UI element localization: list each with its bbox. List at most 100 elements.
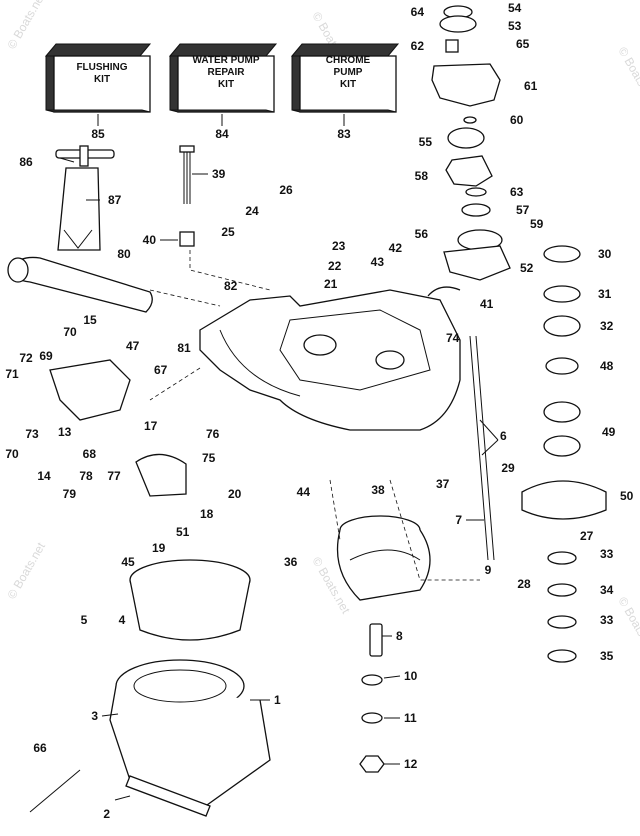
callout-73[interactable]: 73 bbox=[25, 427, 39, 441]
callout-10[interactable]: 10 bbox=[404, 669, 418, 683]
callout-20[interactable]: 20 bbox=[228, 487, 242, 501]
callout-69[interactable]: 69 bbox=[39, 349, 53, 363]
callout-30[interactable]: 30 bbox=[598, 247, 612, 261]
callout-8[interactable]: 8 bbox=[396, 629, 403, 643]
callout-25[interactable]: 25 bbox=[221, 225, 235, 239]
callout-49[interactable]: 49 bbox=[602, 425, 616, 439]
callout-64[interactable]: 64 bbox=[411, 5, 425, 19]
kit-label-line2: REPAIR bbox=[207, 67, 245, 78]
callout-18[interactable]: 18 bbox=[200, 507, 214, 521]
callout-82[interactable]: 82 bbox=[224, 279, 238, 293]
callout-24[interactable]: 24 bbox=[245, 204, 259, 218]
callout-58[interactable]: 58 bbox=[415, 169, 429, 183]
callout-7[interactable]: 7 bbox=[455, 513, 462, 527]
dashed-connectors bbox=[149, 250, 480, 581]
callout-51[interactable]: 51 bbox=[176, 525, 190, 539]
callout-67[interactable]: 67 bbox=[154, 363, 168, 377]
callout-68[interactable]: 68 bbox=[83, 447, 97, 461]
part-pump-base bbox=[109, 659, 271, 811]
kit-box-chrome-pump[interactable]: CHROME PUMP KIT bbox=[290, 43, 400, 113]
callout-83[interactable]: 83 bbox=[337, 127, 351, 141]
callout-71[interactable]: 71 bbox=[5, 367, 19, 381]
callout-41[interactable]: 41 bbox=[480, 297, 494, 311]
callout-47[interactable]: 47 bbox=[126, 339, 140, 353]
callout-77[interactable]: 77 bbox=[107, 469, 121, 483]
callout-34[interactable]: 34 bbox=[600, 583, 614, 597]
callout-78[interactable]: 78 bbox=[79, 469, 93, 483]
callout-48[interactable]: 48 bbox=[600, 359, 614, 373]
callout-29[interactable]: 29 bbox=[501, 461, 515, 475]
callout-22[interactable]: 22 bbox=[328, 259, 342, 273]
callout-80[interactable]: 80 bbox=[117, 247, 131, 261]
callout-17[interactable]: 17 bbox=[144, 419, 158, 433]
callout-5[interactable]: 5 bbox=[81, 613, 88, 627]
kit-box-flushing[interactable]: FLUSHING KIT bbox=[44, 43, 152, 113]
callout-87[interactable]: 87 bbox=[108, 193, 122, 207]
callout-66[interactable]: 66 bbox=[33, 741, 47, 755]
callout-6[interactable]: 6 bbox=[500, 429, 507, 443]
callout-15[interactable]: 15 bbox=[83, 313, 97, 327]
callout-52[interactable]: 52 bbox=[520, 261, 534, 275]
callout-59[interactable]: 59 bbox=[530, 217, 544, 231]
callout-33[interactable]: 33 bbox=[600, 547, 614, 561]
callout-62[interactable]: 62 bbox=[411, 39, 425, 53]
callout-86[interactable]: 86 bbox=[19, 155, 33, 169]
part-rod-66 bbox=[29, 769, 81, 813]
callout-39[interactable]: 39 bbox=[212, 167, 226, 181]
callout-35[interactable]: 35 bbox=[600, 649, 614, 663]
callout-65[interactable]: 65 bbox=[516, 37, 530, 51]
callout-53[interactable]: 53 bbox=[508, 19, 522, 33]
callout-81[interactable]: 81 bbox=[177, 341, 191, 355]
callout-79[interactable]: 79 bbox=[63, 487, 77, 501]
callout-50[interactable]: 50 bbox=[620, 489, 634, 503]
part-washer-11 bbox=[361, 712, 383, 724]
callout-70b[interactable]: 70 bbox=[5, 447, 19, 461]
callout-3[interactable]: 3 bbox=[91, 709, 98, 723]
callout-28[interactable]: 28 bbox=[517, 577, 531, 591]
kit-box-water-pump-repair[interactable]: WATER PUMP REPAIR KIT bbox=[168, 43, 278, 113]
callout-42[interactable]: 42 bbox=[389, 241, 403, 255]
callout-40[interactable]: 40 bbox=[143, 233, 157, 247]
callout-76[interactable]: 76 bbox=[206, 427, 220, 441]
callout-56[interactable]: 56 bbox=[415, 227, 429, 241]
callout-14[interactable]: 14 bbox=[37, 469, 51, 483]
callout-45[interactable]: 45 bbox=[121, 555, 135, 569]
callout-11[interactable]: 11 bbox=[404, 711, 417, 725]
callout-1[interactable]: 1 bbox=[274, 693, 281, 707]
callout-55[interactable]: 55 bbox=[419, 135, 433, 149]
callout-2[interactable]: 2 bbox=[103, 807, 110, 821]
callout-36[interactable]: 36 bbox=[284, 555, 298, 569]
callout-31[interactable]: 31 bbox=[598, 287, 612, 301]
callout-75[interactable]: 75 bbox=[202, 451, 216, 465]
callout-4[interactable]: 4 bbox=[119, 613, 126, 627]
callout-63[interactable]: 63 bbox=[510, 185, 524, 199]
callout-44[interactable]: 44 bbox=[297, 485, 311, 499]
callout-9[interactable]: 9 bbox=[485, 563, 492, 577]
callout-26[interactable]: 26 bbox=[279, 183, 293, 197]
callout-32[interactable]: 32 bbox=[600, 319, 614, 333]
part-jet-housing bbox=[199, 289, 461, 431]
callout-60[interactable]: 60 bbox=[510, 113, 524, 127]
callout-57[interactable]: 57 bbox=[516, 203, 530, 217]
callout-54[interactable]: 54 bbox=[508, 1, 522, 15]
callout-27[interactable]: 27 bbox=[580, 529, 594, 543]
callout-61[interactable]: 61 bbox=[524, 79, 538, 93]
callout-19[interactable]: 19 bbox=[152, 541, 166, 555]
callout-38[interactable]: 38 bbox=[371, 483, 385, 497]
callout-84[interactable]: 84 bbox=[215, 127, 229, 141]
callout-33b[interactable]: 33 bbox=[600, 613, 614, 627]
kit-label-line3: KIT bbox=[218, 79, 234, 90]
callout-13[interactable]: 13 bbox=[58, 425, 72, 439]
kit-label-line1: WATER PUMP bbox=[192, 55, 259, 66]
callout-70[interactable]: 70 bbox=[63, 325, 77, 339]
callout-21[interactable]: 21 bbox=[324, 277, 338, 291]
callout-37[interactable]: 37 bbox=[436, 477, 450, 491]
part-washer-10 bbox=[361, 674, 383, 686]
callout-23[interactable]: 23 bbox=[332, 239, 346, 253]
callout-72[interactable]: 72 bbox=[19, 351, 33, 365]
callout-43[interactable]: 43 bbox=[371, 255, 385, 269]
kit-label-line3: KIT bbox=[340, 79, 356, 90]
callout-74[interactable]: 74 bbox=[446, 331, 460, 345]
callout-85[interactable]: 85 bbox=[91, 127, 105, 141]
callout-12[interactable]: 12 bbox=[404, 757, 418, 771]
